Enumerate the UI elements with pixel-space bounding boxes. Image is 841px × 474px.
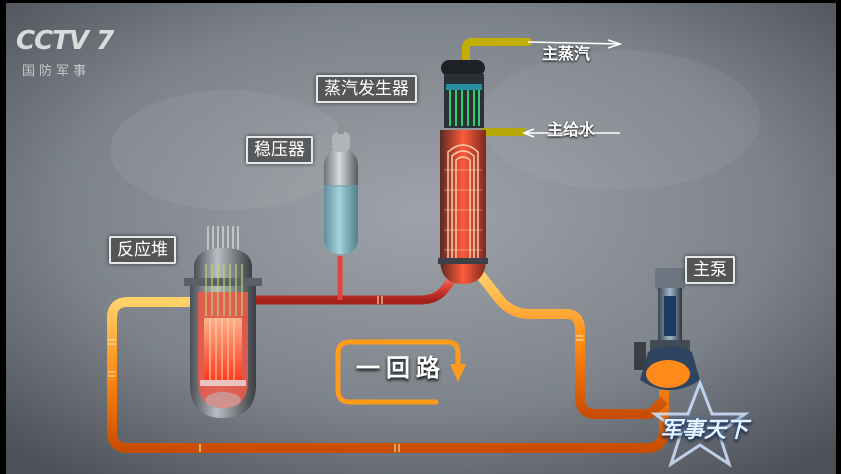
cold-leg-pipe [107,297,669,453]
main-pump-label: 主泵 [685,256,735,284]
program-logo: 军事天下 [660,418,749,443]
steam-generator-label: 蒸汽发生器 [316,75,417,103]
loop-flow-arrow [335,339,461,405]
channel-logo: CCTV 7 [16,26,114,56]
reactor-label: 反应堆 [109,236,176,264]
program-logo-star [650,378,750,468]
reactor-vessel [184,226,262,418]
main-feedwater-label: 主给水 [547,120,596,139]
channel-subtitle: 国防军事 [22,64,91,79]
pressurizer-label: 稳压器 [246,136,313,164]
crossover-leg-pipe [474,268,668,419]
hot-leg-pipe [248,269,462,305]
main-steam-pipe [462,38,532,68]
main-steam-label: 主蒸汽 [542,44,591,63]
main-pump [634,268,700,390]
pressurizer-vessel [324,124,358,254]
steam-generator-vessel [438,60,488,284]
primary-loop-label: 一回路 [356,354,446,382]
